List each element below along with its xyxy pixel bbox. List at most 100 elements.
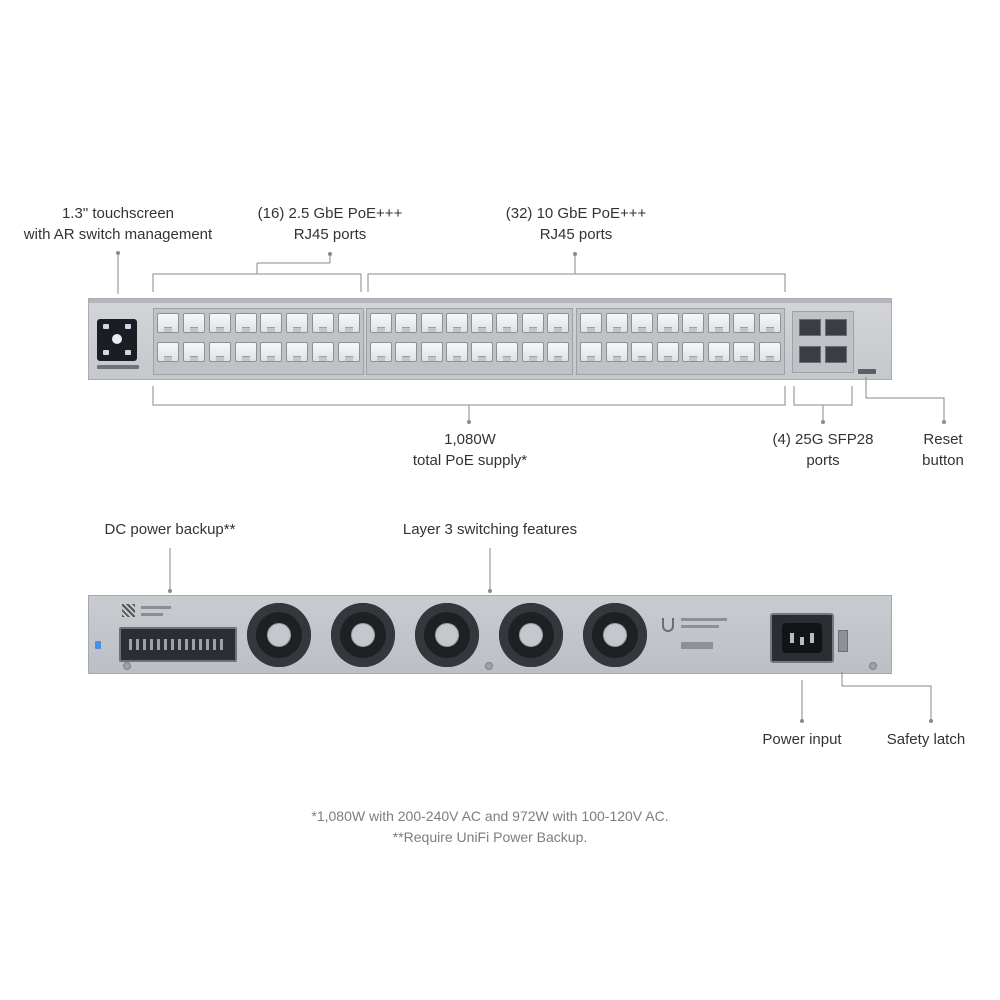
touchscreen-label: 1.3" touchscreen with AR switch manageme… (23, 205, 213, 243)
touchscreen-display (97, 319, 137, 361)
sfp28-port[interactable] (799, 346, 821, 363)
sfp28-port[interactable] (799, 319, 821, 336)
ac-inlet-socket (782, 623, 822, 653)
rear-spec-text (681, 625, 719, 628)
sticker-text (141, 606, 171, 609)
footnote-poe: *1,080W with 200-240V AC and 972W with 1… (311, 808, 669, 824)
fan-icon (331, 603, 395, 667)
rj45-port[interactable] (286, 313, 308, 333)
rj45-port[interactable] (682, 313, 704, 333)
sfp28-port[interactable] (825, 319, 847, 336)
fan-icon (583, 603, 647, 667)
sfp28-port[interactable] (825, 346, 847, 363)
ac-pin (810, 633, 814, 643)
rj45-port[interactable] (657, 342, 679, 362)
rj45-port[interactable] (260, 342, 282, 362)
rj45-port[interactable] (209, 313, 231, 333)
rj45-port[interactable] (522, 342, 544, 362)
power-input-label: Power input (762, 731, 842, 748)
rj45-port[interactable] (183, 342, 205, 362)
fan-icon (415, 603, 479, 667)
port-block-10g-a (366, 308, 573, 375)
fan-icon (247, 603, 311, 667)
sfp28-cage (792, 311, 854, 373)
sticker-text (141, 613, 163, 616)
rj45-port[interactable] (421, 313, 443, 333)
rj45-port[interactable] (235, 342, 257, 362)
rj45-port[interactable] (580, 313, 602, 333)
rj45-port[interactable] (471, 342, 493, 362)
rj45-port[interactable] (446, 342, 468, 362)
rj45-port[interactable] (235, 313, 257, 333)
switch-front-panel (88, 298, 892, 380)
rj45-port[interactable] (708, 342, 730, 362)
rj45-port[interactable] (606, 313, 628, 333)
rj45-port[interactable] (522, 313, 544, 333)
dc-power-port[interactable] (119, 627, 237, 662)
sfp28-label: (4) 25G SFP28 ports (772, 431, 874, 469)
ubiquiti-logo-icon (662, 618, 674, 632)
ports-10g-label: (32) 10 GbE PoE+++ RJ45 ports (505, 205, 647, 243)
qr-code-sticker (122, 604, 135, 617)
rj45-port[interactable] (631, 313, 653, 333)
rj45-port[interactable] (312, 342, 334, 362)
poe-supply-label: 1,080W total PoE supply* (412, 431, 528, 469)
rj45-port[interactable] (395, 342, 417, 362)
screen-icon (103, 350, 109, 355)
rj45-port[interactable] (657, 313, 679, 333)
rj45-port[interactable] (471, 313, 493, 333)
rj45-port[interactable] (708, 313, 730, 333)
rj45-port[interactable] (580, 342, 602, 362)
rj45-port[interactable] (682, 342, 704, 362)
reset-button-label: Reset button (922, 431, 964, 469)
status-led (95, 641, 101, 649)
rj45-port[interactable] (338, 313, 360, 333)
switch-rear-panel (88, 595, 892, 674)
rj45-port[interactable] (157, 342, 179, 362)
screen-center-icon (112, 334, 122, 344)
ac-pin (790, 633, 794, 643)
rj45-port[interactable] (496, 342, 518, 362)
model-label-plate (97, 365, 139, 369)
ac-pin (800, 637, 804, 645)
reset-button[interactable] (858, 369, 876, 374)
screw-icon (485, 662, 493, 670)
rj45-port[interactable] (759, 313, 781, 333)
rj45-port[interactable] (157, 313, 179, 333)
rj45-port[interactable] (370, 342, 392, 362)
dc-backup-label: DC power backup** (104, 521, 236, 538)
screen-icon (103, 324, 109, 329)
rj45-port[interactable] (446, 313, 468, 333)
rj45-port[interactable] (312, 313, 334, 333)
rj45-port[interactable] (370, 313, 392, 333)
rj45-port[interactable] (209, 342, 231, 362)
rj45-port[interactable] (496, 313, 518, 333)
rj45-port[interactable] (547, 342, 569, 362)
rear-spec-text (681, 618, 727, 621)
front-top-strip (89, 299, 891, 303)
rj45-port[interactable] (733, 342, 755, 362)
layer3-label: Layer 3 switching features (402, 521, 578, 538)
compliance-marks (681, 642, 713, 649)
rj45-port[interactable] (631, 342, 653, 362)
rj45-port[interactable] (183, 313, 205, 333)
rj45-port[interactable] (286, 342, 308, 362)
screw-icon (869, 662, 877, 670)
safety-latch-label: Safety latch (886, 731, 966, 748)
rj45-port[interactable] (733, 313, 755, 333)
port-block-2-5g (153, 308, 364, 375)
rj45-port[interactable] (421, 342, 443, 362)
screen-icon (125, 350, 131, 355)
safety-latch[interactable] (838, 630, 848, 652)
rj45-port[interactable] (759, 342, 781, 362)
rj45-port[interactable] (547, 313, 569, 333)
rj45-port[interactable] (260, 313, 282, 333)
footnote-power-backup: **Require UniFi Power Backup. (392, 829, 588, 845)
ac-power-inlet[interactable] (770, 613, 834, 663)
rj45-port[interactable] (395, 313, 417, 333)
screw-icon (123, 662, 131, 670)
screen-icon (125, 324, 131, 329)
rj45-port[interactable] (338, 342, 360, 362)
rj45-port[interactable] (606, 342, 628, 362)
